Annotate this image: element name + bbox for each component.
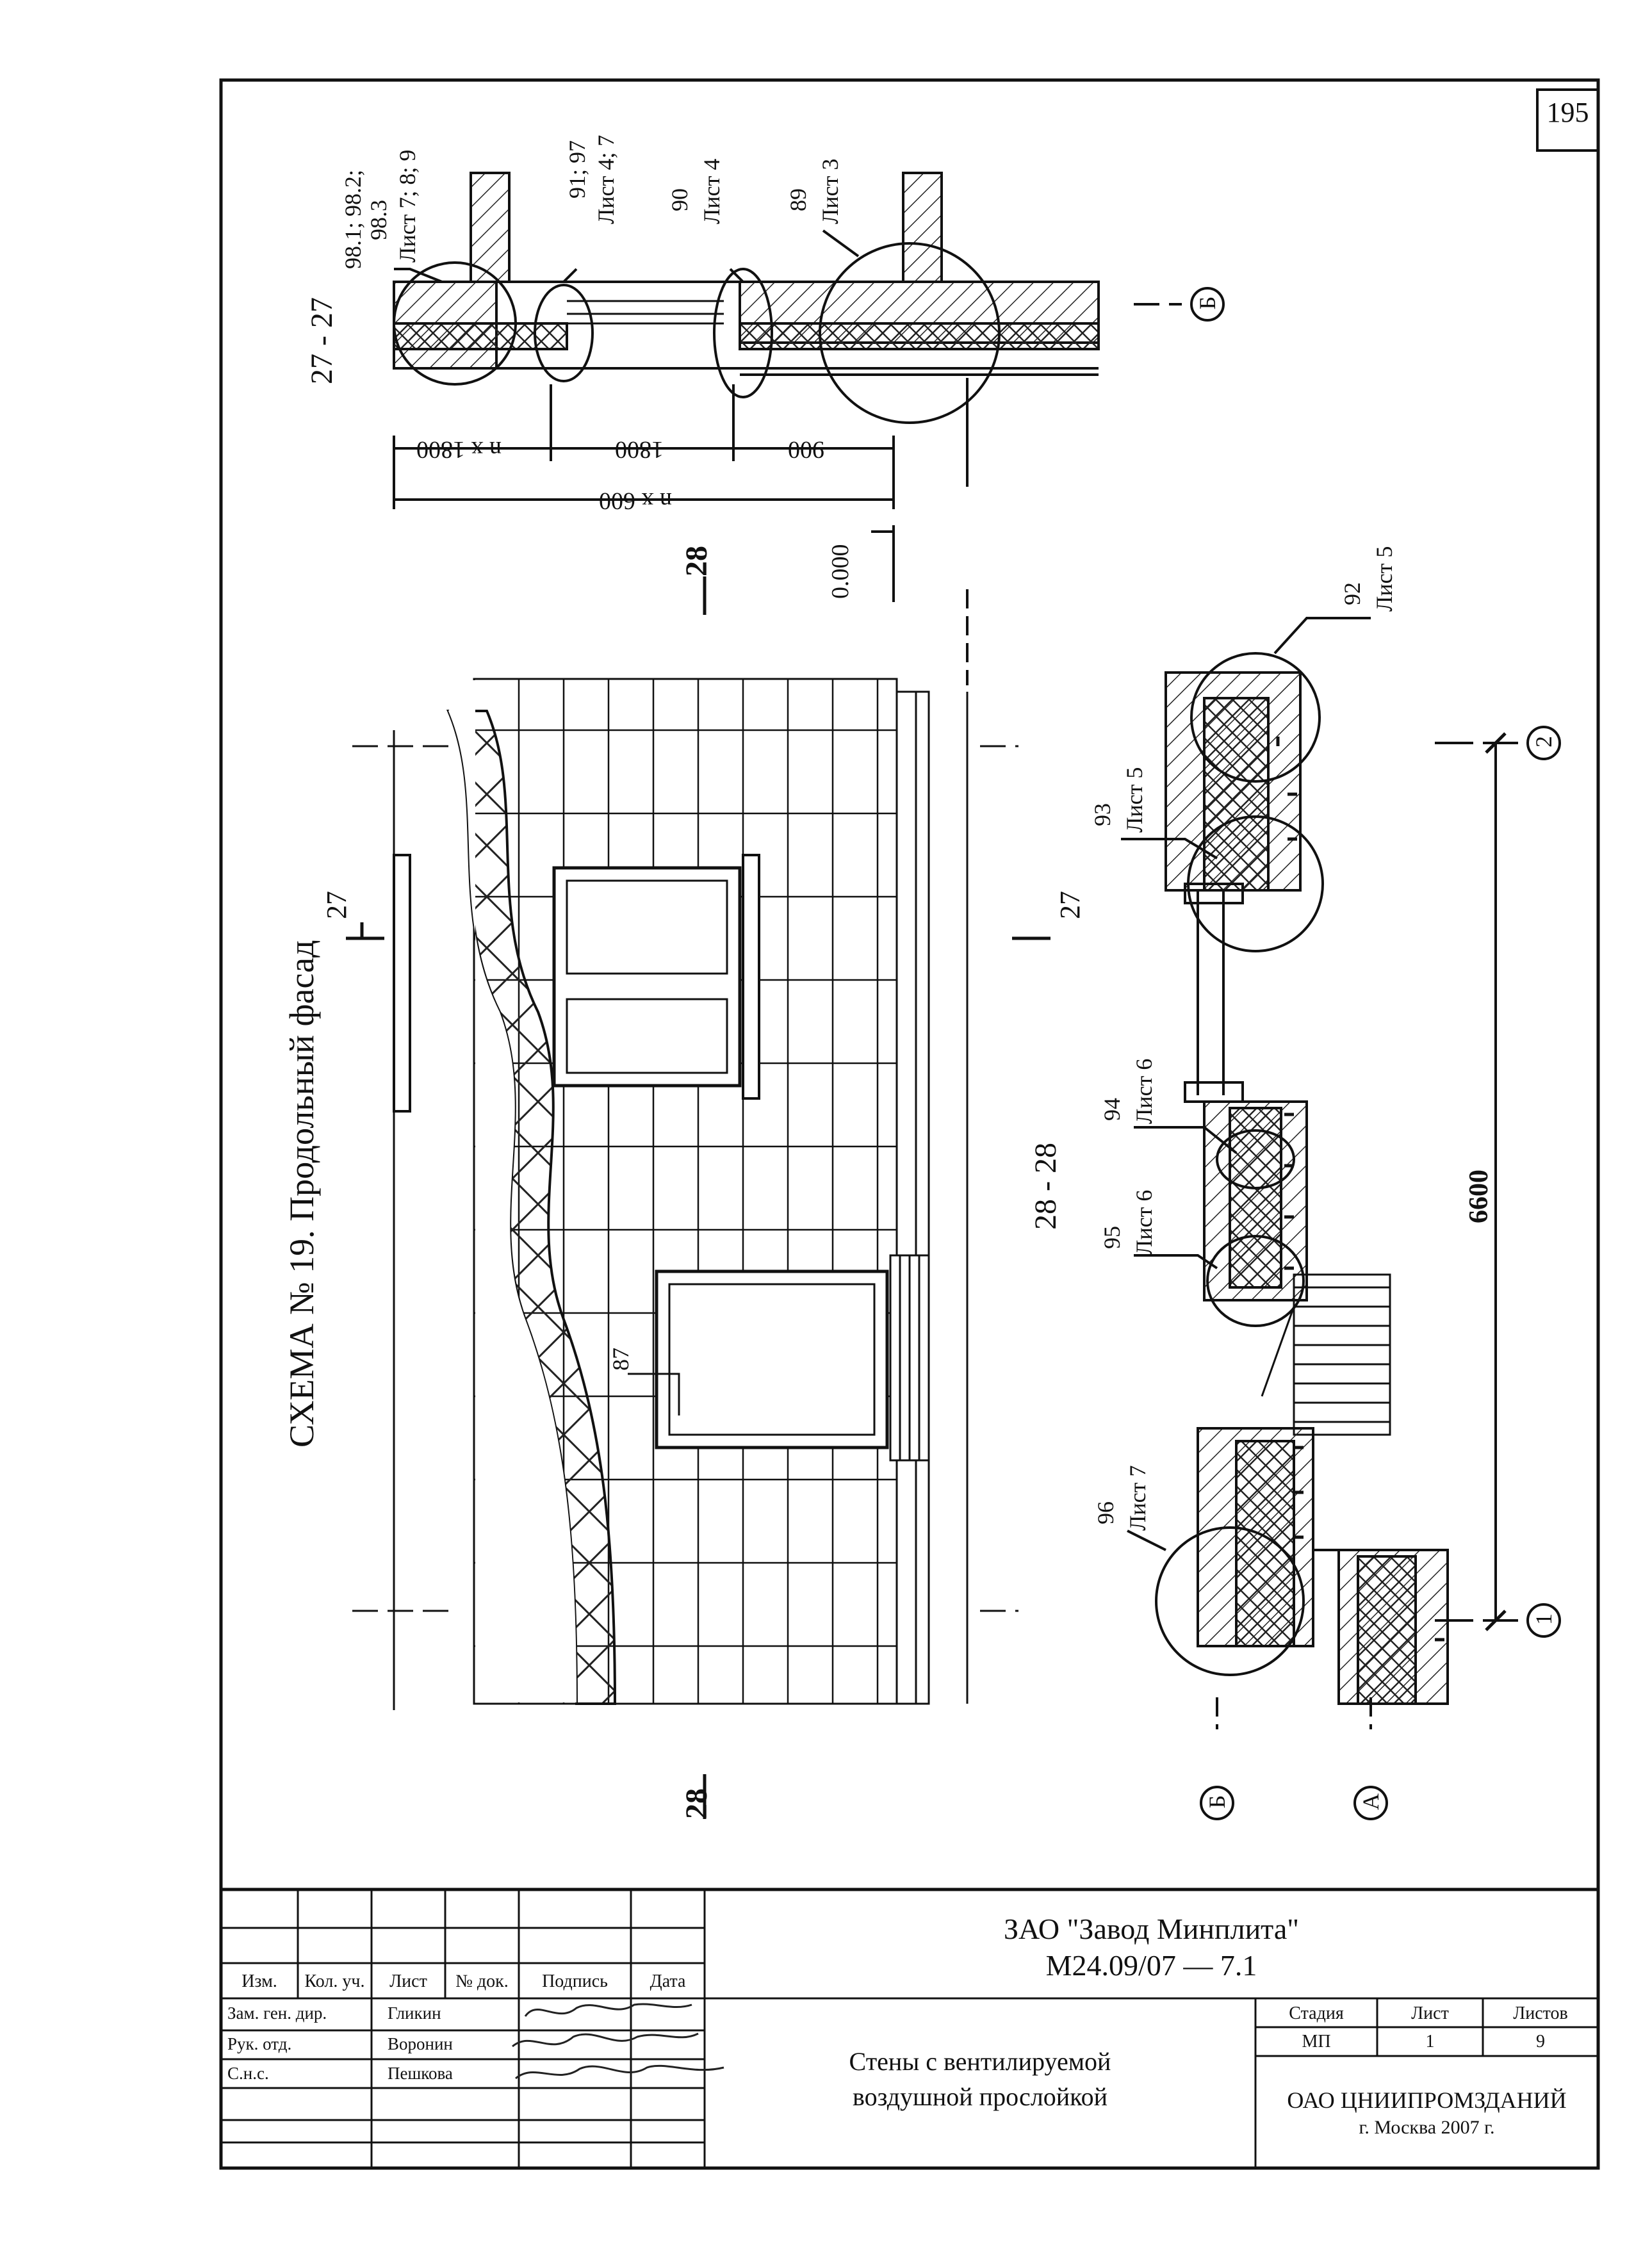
callout-98-num: 98.1; 98.2;	[340, 169, 366, 269]
callout-93-num: 93	[1090, 803, 1115, 826]
doc-title-line2: воздушной прослойкой	[853, 2082, 1108, 2111]
stage-header-stage: Стадия	[1289, 2003, 1344, 2023]
signature-marks	[512, 2003, 724, 2080]
tb-header-izm: Изм.	[241, 1971, 277, 1991]
tb-role-2: Рук. отд.	[227, 2034, 292, 2053]
dim-n600: n x 600	[599, 487, 672, 514]
level-mark: 0.000	[827, 544, 854, 600]
tb-header-doc: № док.	[455, 1971, 509, 1991]
stage-value: МП	[1302, 2032, 1331, 2052]
axis-1-label: 1	[1531, 1613, 1557, 1625]
cut-27-right: 27	[1054, 891, 1086, 919]
tb-role-1: Зам. ген. дир.	[227, 2003, 327, 2023]
callout-95-sheet: Лист 6	[1131, 1189, 1157, 1255]
tb-name-1: Гликин	[388, 2003, 441, 2023]
company-name: ЗАО "Завод Минплита"	[1003, 1913, 1300, 1945]
dim-1800: 1800	[615, 436, 664, 463]
tb-header-date: Дата	[650, 1971, 686, 1991]
callout-91-num: 91; 97	[564, 140, 590, 199]
cut-27-left: 27	[321, 891, 352, 919]
callout-90-sheet: Лист 4	[699, 158, 724, 224]
dim-900: 900	[788, 436, 824, 463]
stage-header-sheets: Листов	[1513, 2003, 1568, 2023]
callout-87-num: 87	[608, 1348, 633, 1371]
sheet-frame	[219, 78, 1600, 2170]
sheet-number-box	[1536, 88, 1599, 152]
callout-90-num: 90	[667, 188, 692, 211]
facade-drawing	[346, 576, 1050, 1819]
axis-a-label: А	[1358, 1793, 1384, 1810]
axis-1-bubble	[1526, 1603, 1561, 1638]
dim-n1800: n x 1800	[416, 436, 502, 463]
document-code: М24.09/07 — 7.1	[1045, 1949, 1257, 1982]
tb-role-3: С.н.с.	[227, 2064, 269, 2083]
sheets-value: 9	[1536, 2032, 1545, 2052]
cut-28-top: 28	[680, 546, 714, 576]
tb-header-kol: Кол. уч.	[304, 1971, 365, 1991]
axis-2-bubble	[1526, 726, 1561, 760]
callout-93-sheet: Лист 5	[1122, 767, 1147, 833]
callout-89-sheet: Лист 3	[817, 158, 843, 224]
callout-98-sheet: Лист 7; 8; 9	[395, 149, 420, 263]
axis-b-label: Б	[1204, 1795, 1230, 1809]
callout-95-num: 95	[1099, 1226, 1125, 1249]
callout-94-num: 94	[1099, 1098, 1125, 1121]
tb-header-list: Лист	[389, 1971, 427, 1991]
axis-b-label-top: Б	[1195, 296, 1220, 310]
section-27-label: 27 - 27	[305, 297, 339, 384]
callout-92-sheet: Лист 5	[1371, 546, 1397, 612]
dim-6600: 6600	[1464, 1170, 1494, 1223]
callout-96-sheet: Лист 7	[1125, 1465, 1150, 1531]
section-27-drawing	[393, 172, 1182, 685]
city-year: г. Москва 2007 г.	[1359, 2117, 1495, 2138]
cut-28-bottom: 28	[680, 1788, 714, 1819]
callout-89-num: 89	[785, 188, 811, 211]
axis-2-label: 2	[1531, 736, 1557, 747]
stage-header-sheet: Лист	[1411, 2003, 1449, 2023]
callout-96-num: 96	[1093, 1501, 1118, 1524]
axis-b-bubble	[1200, 1786, 1234, 1820]
tb-name-3: Пешкова	[388, 2064, 453, 2083]
doc-title-line1: Стены с вентилируемой	[849, 2047, 1111, 2076]
schema-title: СХЕМА № 19. Продольный фасад	[282, 940, 321, 1448]
section-28-drawing	[1121, 617, 1518, 1729]
title-block-grid	[221, 1889, 1598, 2168]
callout-98-num2: 98.3	[366, 200, 391, 240]
tb-header-sign: Подпись	[542, 1971, 608, 1991]
callout-91-sheet: Лист 4; 7	[593, 135, 619, 224]
section-28-label: 28 - 28	[1029, 1143, 1063, 1230]
sheet-number: 195	[1546, 97, 1589, 128]
sheet-value: 1	[1425, 2032, 1435, 2052]
axis-a-bubble	[1353, 1786, 1388, 1820]
tb-name-2: Воронин	[388, 2034, 453, 2053]
callout-94-sheet: Лист 6	[1131, 1058, 1157, 1124]
axis-b-bubble-top	[1190, 287, 1225, 322]
callout-92-num: 92	[1339, 582, 1365, 605]
organization-name: ОАО ЦНИИПРОМЗДАНИЙ	[1287, 2087, 1567, 2113]
